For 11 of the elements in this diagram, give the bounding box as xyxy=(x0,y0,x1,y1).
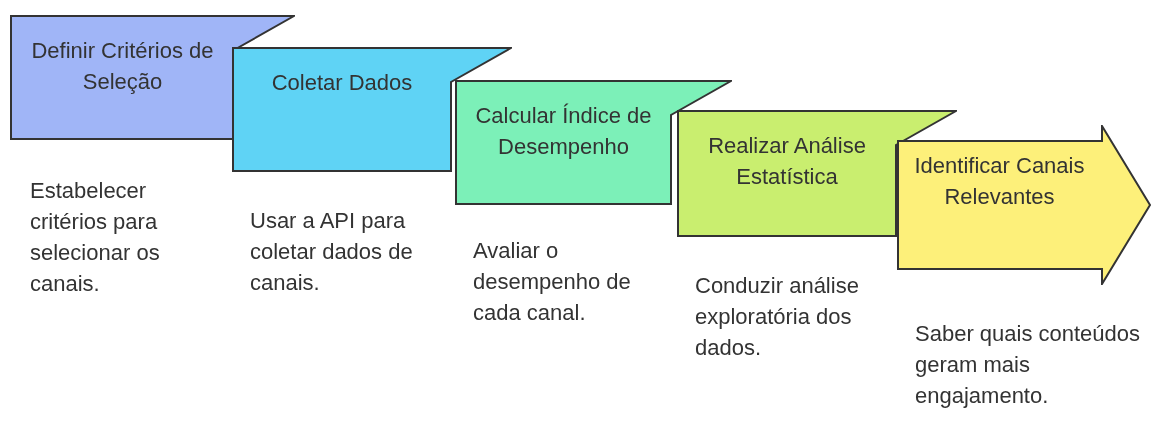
step-title: Definir Critérios de Seleção xyxy=(30,37,215,96)
step-description: Saber quais conteúdos geram mais engajamento. xyxy=(915,320,1142,410)
step-description: Usar a API para coletar dados de canais. xyxy=(250,207,414,297)
step-title: Realizar Análise Estatística xyxy=(707,132,867,191)
step-title: Calcular Índice de Desempenho xyxy=(474,102,653,161)
arrow-shape xyxy=(897,125,1152,285)
step-description: Estabelecer critérios para selecionar os canais. xyxy=(30,177,161,298)
step-title: Coletar Dados xyxy=(270,69,414,97)
step-description: Avaliar o desempenho de cada canal. xyxy=(473,237,632,327)
step-description: Conduzir análise exploratória dos dados. xyxy=(695,272,860,362)
step-title: Identificar Canais Relevantes xyxy=(913,152,1086,211)
